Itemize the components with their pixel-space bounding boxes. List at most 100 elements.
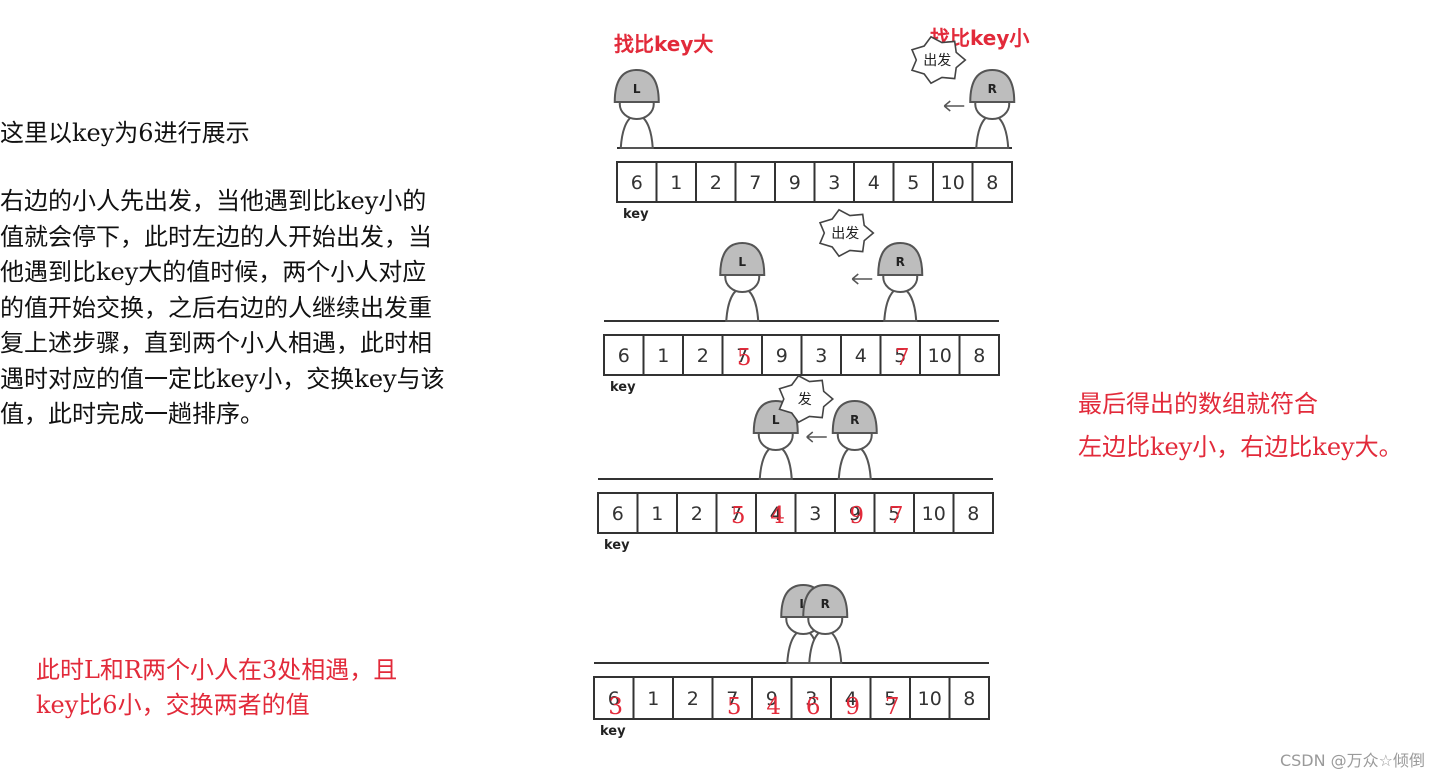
row-1-move-arrow-icon xyxy=(851,273,873,285)
row-2-right-person-helmet-icon xyxy=(831,399,878,434)
row-0-key-label: key xyxy=(623,207,649,222)
row-0-cell-4 xyxy=(774,161,816,203)
row-2-cell-7-value: 5 xyxy=(888,503,900,525)
row-1-cell-9-value: 8 xyxy=(973,345,985,367)
row-2-bubble-text: 发 xyxy=(798,392,812,408)
row-0-cell-8 xyxy=(932,161,974,203)
row-2-cell-2-value: 2 xyxy=(691,503,703,525)
row-3-swap-4: 4 xyxy=(766,694,781,720)
row-3-swap-6: 9 xyxy=(845,694,860,720)
row-0-cell-5 xyxy=(813,161,855,203)
row-3-cell-5 xyxy=(790,676,832,720)
row-2-right-person-label: R xyxy=(850,413,859,427)
row-3-cell-8-value: 10 xyxy=(918,688,942,710)
watermark: CSDN @万众☆倾倒 xyxy=(1279,751,1425,770)
row-0-cell-4-value: 9 xyxy=(789,172,801,194)
row-0-left-person-helmet-icon xyxy=(613,68,660,103)
row-0-cell-0 xyxy=(616,161,658,203)
row-1-left-person-helmet-icon xyxy=(719,241,766,276)
row-0-right-person-label: R xyxy=(988,82,997,96)
row-2-cell-0 xyxy=(597,492,639,534)
row-3-cell-1-value: 1 xyxy=(647,688,659,710)
row-2-cell-1 xyxy=(636,492,678,534)
row-1-right-person-label: R xyxy=(896,255,905,269)
row-0-cell-1-value: 1 xyxy=(670,172,682,194)
row-0-cell-5-value: 3 xyxy=(828,172,840,194)
row-1-swap-7: 7 xyxy=(895,345,910,371)
row-2-key-label: key xyxy=(604,538,630,553)
row-3-swap-7: 7 xyxy=(885,694,900,720)
row-0-cell-6 xyxy=(853,161,895,203)
row-1-cell-5-value: 3 xyxy=(815,345,827,367)
row-2-speech-bubble xyxy=(778,374,835,424)
row-1-cell-2 xyxy=(682,334,724,376)
row-3-swap-5: 6 xyxy=(806,694,821,720)
row-3-cell-4-value: 9 xyxy=(766,688,778,710)
row-0-cell-3 xyxy=(734,161,776,203)
row-1-cell-6 xyxy=(840,334,882,376)
row-2-cell-3-value: 7 xyxy=(730,503,742,525)
row-3-cell-6 xyxy=(830,676,872,720)
intro-text: 这里以key为6进行展示 xyxy=(0,119,250,147)
row-1-speech-bubble xyxy=(818,208,875,258)
row-3-right-person-helmet-icon xyxy=(802,583,849,618)
row-1-left-person-label: L xyxy=(738,255,746,269)
row-1-cell-6-value: 4 xyxy=(855,345,867,367)
row-1-cell-2-value: 2 xyxy=(697,345,709,367)
row-0-cell-2-value: 2 xyxy=(710,172,722,194)
row-3-right-person-label: R xyxy=(821,597,830,611)
row-0-bubble-text: 出发 xyxy=(923,53,951,69)
row-2-cell-3 xyxy=(715,492,757,534)
row-1-swap-3: 5 xyxy=(737,345,752,371)
row-0-cell-9-value: 8 xyxy=(986,172,998,194)
row-2-cell-9-value: 8 xyxy=(967,503,979,525)
row-2-cell-9 xyxy=(952,492,994,534)
row-0-speech-bubble xyxy=(910,35,967,85)
row-3-cell-9-value: 8 xyxy=(963,688,975,710)
row-3-swap-3: 5 xyxy=(727,694,742,720)
row-1-cell-3-value: 7 xyxy=(736,345,748,367)
meeting-note: 此时L和R两个小人在3处相遇，且 key比6小，交换两者的值 xyxy=(36,656,398,719)
row-3-cell-3 xyxy=(711,676,753,720)
row-0-right-person-helmet-icon xyxy=(969,68,1016,103)
row-2-cell-8 xyxy=(913,492,955,534)
row-1-cell-4-value: 9 xyxy=(776,345,788,367)
result-note: 最后得出的数组就符合 左边比key小，右边比key大。 xyxy=(1078,390,1403,461)
row-2-cell-2 xyxy=(676,492,718,534)
row-2-cell-4-value: 4 xyxy=(770,503,782,525)
row-2-cell-5 xyxy=(794,492,836,534)
row-0-move-arrow-icon xyxy=(943,100,965,112)
row-0-cell-0-value: 6 xyxy=(631,172,643,194)
row-3-cell-2 xyxy=(672,676,714,720)
row-2-move-arrow-icon xyxy=(806,431,827,443)
row-3-key-label: key xyxy=(600,724,626,739)
row-2-cell-7 xyxy=(873,492,915,534)
row-1-cell-3 xyxy=(721,334,763,376)
row-1-cell-1-value: 1 xyxy=(657,345,669,367)
row-3-swap-0: 3 xyxy=(608,694,623,720)
row-1-key-label: key xyxy=(610,380,636,395)
row-0-cell-3-value: 7 xyxy=(749,172,761,194)
row-3-cell-3-value: 7 xyxy=(726,688,738,710)
row-2-cell-1-value: 1 xyxy=(651,503,663,525)
row-3-cell-5-value: 3 xyxy=(805,688,817,710)
row-1-bubble-text: 出发 xyxy=(831,226,859,242)
row-0-cell-2 xyxy=(695,161,737,203)
row-0-cell-7-value: 5 xyxy=(907,172,919,194)
row-0-left-person-label: L xyxy=(633,82,641,96)
row-3-cell-0-value: 6 xyxy=(608,688,620,710)
row-2-cell-5-value: 3 xyxy=(809,503,821,525)
find-bigger-label: 找比key大 xyxy=(614,32,714,56)
row-1-cell-7 xyxy=(879,334,921,376)
row-3-cell-6-value: 4 xyxy=(845,688,857,710)
row-2-cell-8-value: 10 xyxy=(922,503,946,525)
row-3-cell-9 xyxy=(948,676,990,720)
row-0-cell-6-value: 4 xyxy=(868,172,880,194)
row-2-swap-3: 5 xyxy=(731,503,746,529)
row-0-cell-9 xyxy=(971,161,1013,203)
row-1-cell-7-value: 5 xyxy=(894,345,906,367)
row-0-cell-7 xyxy=(892,161,934,203)
row-2-swap-7: 7 xyxy=(889,503,904,529)
row-1-right-person-helmet-icon xyxy=(877,241,924,276)
